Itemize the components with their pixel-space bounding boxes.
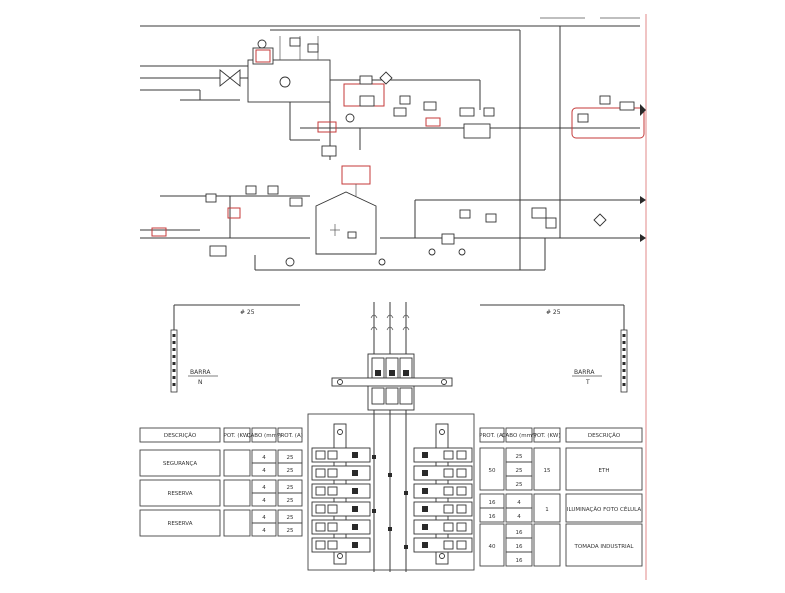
right-header-cabo: CABO (mm²) [502, 432, 537, 439]
busbar-t-label: BARRA [574, 369, 595, 376]
right-group-cabo: 16 [516, 530, 523, 536]
busbar-n [170, 329, 178, 393]
right-group-prot: 50 [489, 468, 496, 474]
panel-enclosure [307, 413, 475, 571]
right-group-pot: 15 [544, 468, 551, 474]
right-header-descricao: DESCRIÇÃO [588, 432, 621, 439]
left-row-descricao: SEGURANÇA [163, 461, 198, 467]
busbar-n-sub: N [198, 379, 203, 386]
right-group-cabo: 25 [516, 482, 523, 488]
right-group-cabo: 16 [516, 544, 523, 550]
left-row-prot: 25 [287, 515, 294, 521]
right-group-pot: 1 [545, 507, 549, 513]
left-header-cabo: CABO (mm²) [247, 432, 282, 439]
right-group-prot: 16 [489, 514, 496, 520]
right-group-cabo: 25 [516, 454, 523, 460]
right-group-prot: 40 [489, 544, 496, 550]
left-load-table: DESCRIÇÃO POT. (KW) CABO (mm²) PROT. (A)… [139, 427, 303, 537]
busbar-t-slots [622, 334, 626, 386]
left-header-prot: PROT. (A) [277, 433, 303, 439]
right-group-prot: 16 [489, 500, 496, 506]
left-header-pot: POT. (KW) [224, 433, 251, 439]
left-row-cabo: 4 [262, 485, 266, 491]
left-row-prot: 25 [287, 528, 294, 534]
right-load-table: PROT. (A) CABO (mm²) POT. (KW) DESCRIÇÃO… [479, 427, 643, 567]
panel-diagram: # 25 BARRA N # 25 BARRA T [139, 302, 643, 572]
busbar-t-sub: T [585, 379, 590, 386]
left-row-prot: 25 [287, 468, 294, 474]
left-row-cabo: 4 [262, 528, 266, 534]
left-row-prot: 25 [287, 498, 294, 504]
right-header-pot: POT. (KW) [534, 433, 561, 439]
right-group-descricao: TOMADA INDUSTRIAL [574, 544, 635, 550]
din-rail [331, 377, 453, 387]
right-group-cabo: 4 [517, 514, 521, 520]
left-row-prot: 25 [287, 455, 294, 461]
busbar-n-label: BARRA [190, 369, 211, 376]
right-group-descricao: ILUMINAÇÃO FOTO CÉLULA [567, 505, 641, 513]
right-group-cabo: 4 [517, 500, 521, 506]
left-row-prot: 25 [287, 485, 294, 491]
right-group-descricao: ETH [599, 468, 610, 474]
right-panel-box [571, 107, 645, 139]
left-row-cabo: 4 [262, 515, 266, 521]
right-group-cabo: 16 [516, 558, 523, 564]
left-row-cabo: 4 [262, 455, 266, 461]
pid-diagram [140, 17, 646, 271]
lower-vessel [315, 191, 377, 255]
busbar-t-conductor: # 25 [546, 309, 561, 316]
right-branch-breakers [413, 447, 473, 553]
busbar-n-conductor: # 25 [240, 309, 255, 316]
left-row-cabo: 4 [262, 498, 266, 504]
right-group-cabo: 25 [516, 468, 523, 474]
left-branch-breakers [311, 447, 371, 553]
left-row-cabo: 4 [262, 468, 266, 474]
left-header-descricao: DESCRIÇÃO [164, 432, 197, 439]
busbar-n-slots [172, 334, 176, 386]
right-header-prot: PROT. (A) [479, 433, 505, 439]
busbar-t [620, 329, 628, 393]
left-row-descricao: RESERVA [168, 521, 193, 527]
left-row-descricao: RESERVA [168, 491, 193, 497]
